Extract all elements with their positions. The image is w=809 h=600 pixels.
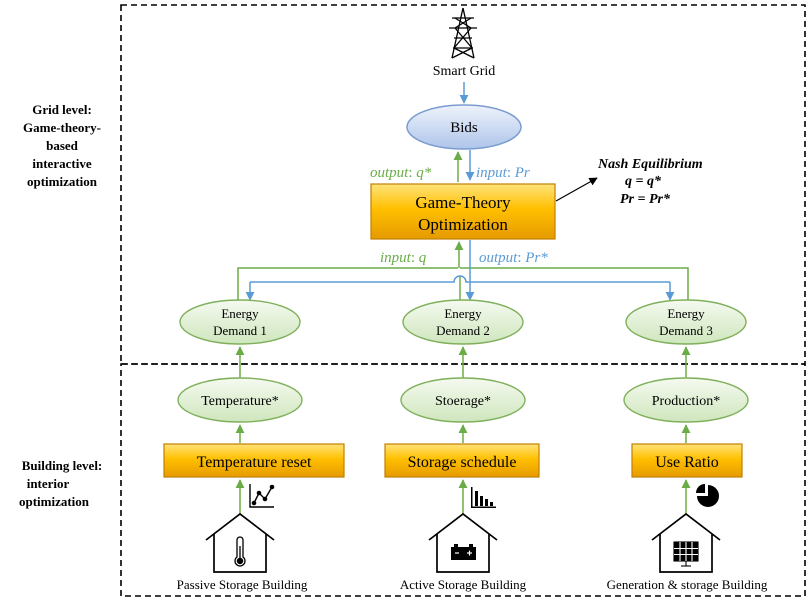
use-ratio-label: Use Ratio: [655, 454, 719, 471]
bids-label: Bids: [450, 120, 478, 136]
smart-grid-label: Smart Grid: [433, 64, 496, 79]
output-q-label: output: q*: [370, 165, 432, 181]
generation-storage-building-label: Generation & storage Building: [607, 577, 768, 592]
nash-equation-q: q = q*: [625, 174, 662, 189]
energy-demand-1-line1: Energy: [221, 306, 259, 321]
generation-storage-house-icon: [651, 512, 721, 573]
input-pr-label: input: Pr: [476, 165, 530, 181]
temperature-reset-box: [163, 443, 345, 478]
nash-equation-pr: Pr = Pr*: [620, 192, 671, 207]
thermometer-icon: [234, 536, 246, 567]
building-level-line: optimization: [19, 494, 90, 509]
grid-level-line: interactive: [32, 156, 91, 171]
grid-level-line: Game-theory-: [23, 120, 101, 135]
energy-demand-2-line1: Energy: [444, 306, 482, 321]
game-theory-line1: Game-Theory: [415, 193, 511, 212]
building-level-line: Building level:: [22, 458, 103, 473]
bar-chart-icon: [471, 487, 496, 508]
storage-schedule-label: Storage schedule: [408, 454, 517, 471]
nash-title: Nash Equilibrium: [597, 157, 703, 172]
passive-storage-house-icon: [205, 512, 275, 573]
production-result-node: [623, 377, 749, 423]
transmission-tower-icon: [449, 7, 477, 59]
game-theory-box: [370, 183, 556, 240]
solar-panel-icon: [673, 541, 699, 567]
storage-schedule-box: [384, 443, 540, 478]
energy-demand-2-node: [402, 299, 524, 345]
storage-result-label: Stoerage*: [435, 394, 491, 409]
game-theory-line2: Optimization: [418, 215, 508, 234]
energy-demand-1-node: [179, 299, 301, 345]
grid-level-line: based: [46, 138, 79, 153]
temperature-result-label: Temperature*: [201, 394, 279, 409]
building-level-line: interior: [27, 476, 70, 491]
battery-icon: [451, 544, 476, 560]
input-q-label: input: q: [380, 250, 427, 266]
grid-level-line: Grid level:: [32, 102, 92, 117]
line-chart-icon: [249, 484, 275, 508]
energy-demand-2-line2: Demand 2: [436, 323, 490, 338]
energy-demand-3-node: [625, 299, 747, 345]
nash-pointer-arrow: [555, 177, 598, 202]
active-storage-house-icon: [428, 512, 498, 573]
production-result-label: Production*: [652, 394, 720, 409]
energy-demand-3-line2: Demand 3: [659, 323, 713, 338]
pie-chart-icon: [696, 484, 719, 507]
building-level-label: Building level: interior optimization: [19, 458, 102, 509]
energy-demand-3-line1: Energy: [667, 306, 705, 321]
temperature-reset-label: Temperature reset: [197, 454, 312, 471]
grid-level-label: Grid level: Game-theory- based interacti…: [23, 102, 101, 189]
output-pr-label: output: Pr*: [479, 250, 548, 266]
active-storage-building-label: Active Storage Building: [400, 577, 527, 592]
output-pr-network: [245, 240, 675, 301]
energy-demand-1-line2: Demand 1: [213, 323, 267, 338]
bids-node: [406, 104, 522, 150]
temperature-result-node: [177, 377, 303, 423]
grid-level-line: optimization: [27, 174, 98, 189]
input-q-network: [237, 241, 689, 302]
storage-result-node: [400, 377, 526, 423]
use-ratio-box: [631, 443, 743, 478]
passive-storage-building-label: Passive Storage Building: [177, 577, 308, 592]
